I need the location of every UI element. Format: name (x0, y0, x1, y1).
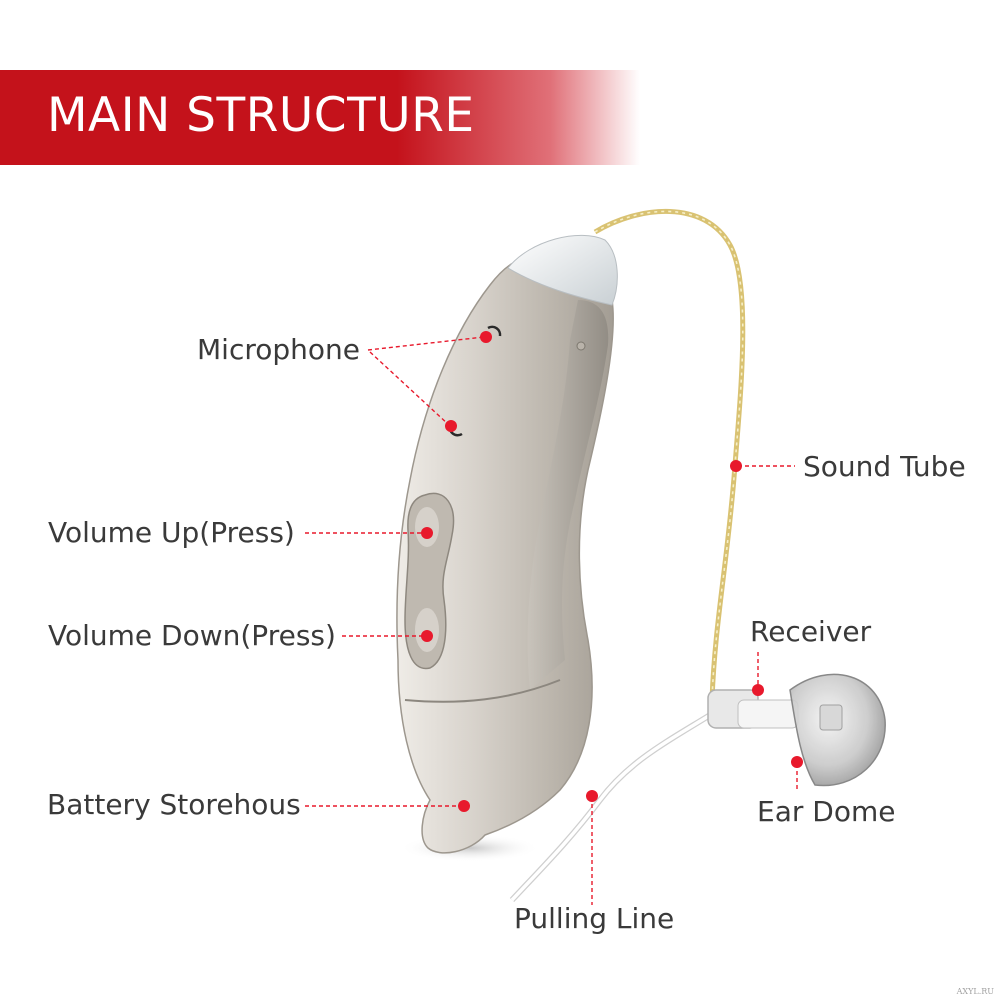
marker-microphone-2 (445, 420, 457, 432)
label-sound-tube: Sound Tube (803, 450, 966, 483)
watermark: AXYL.RU (956, 987, 994, 996)
callout-lines (305, 336, 798, 905)
label-battery: Battery Storehous (47, 788, 301, 821)
marker-sound-tube (730, 460, 742, 472)
pulling-line (509, 709, 717, 903)
label-ear-dome: Ear Dome (757, 795, 896, 828)
header-banner (0, 70, 640, 165)
label-microphone: Microphone (197, 333, 360, 366)
callout-markers (421, 331, 803, 812)
marker-pulling-line (586, 790, 598, 802)
label-volume-up: Volume Up(Press) (48, 516, 295, 549)
ear-dome (789, 673, 886, 787)
marker-microphone-1 (480, 331, 492, 343)
marker-ear-dome (791, 756, 803, 768)
page-title: MAIN STRUCTURE (47, 88, 475, 143)
marker-battery (458, 800, 470, 812)
label-pulling-line: Pulling Line (514, 902, 675, 935)
marker-volume-up (421, 527, 433, 539)
sound-tube (593, 209, 746, 701)
label-volume-down: Volume Down(Press) (48, 619, 336, 652)
label-receiver: Receiver (750, 615, 872, 648)
hearing-aid-body (396, 234, 618, 854)
marker-receiver (752, 684, 764, 696)
receiver (707, 689, 799, 729)
marker-volume-down (421, 630, 433, 642)
